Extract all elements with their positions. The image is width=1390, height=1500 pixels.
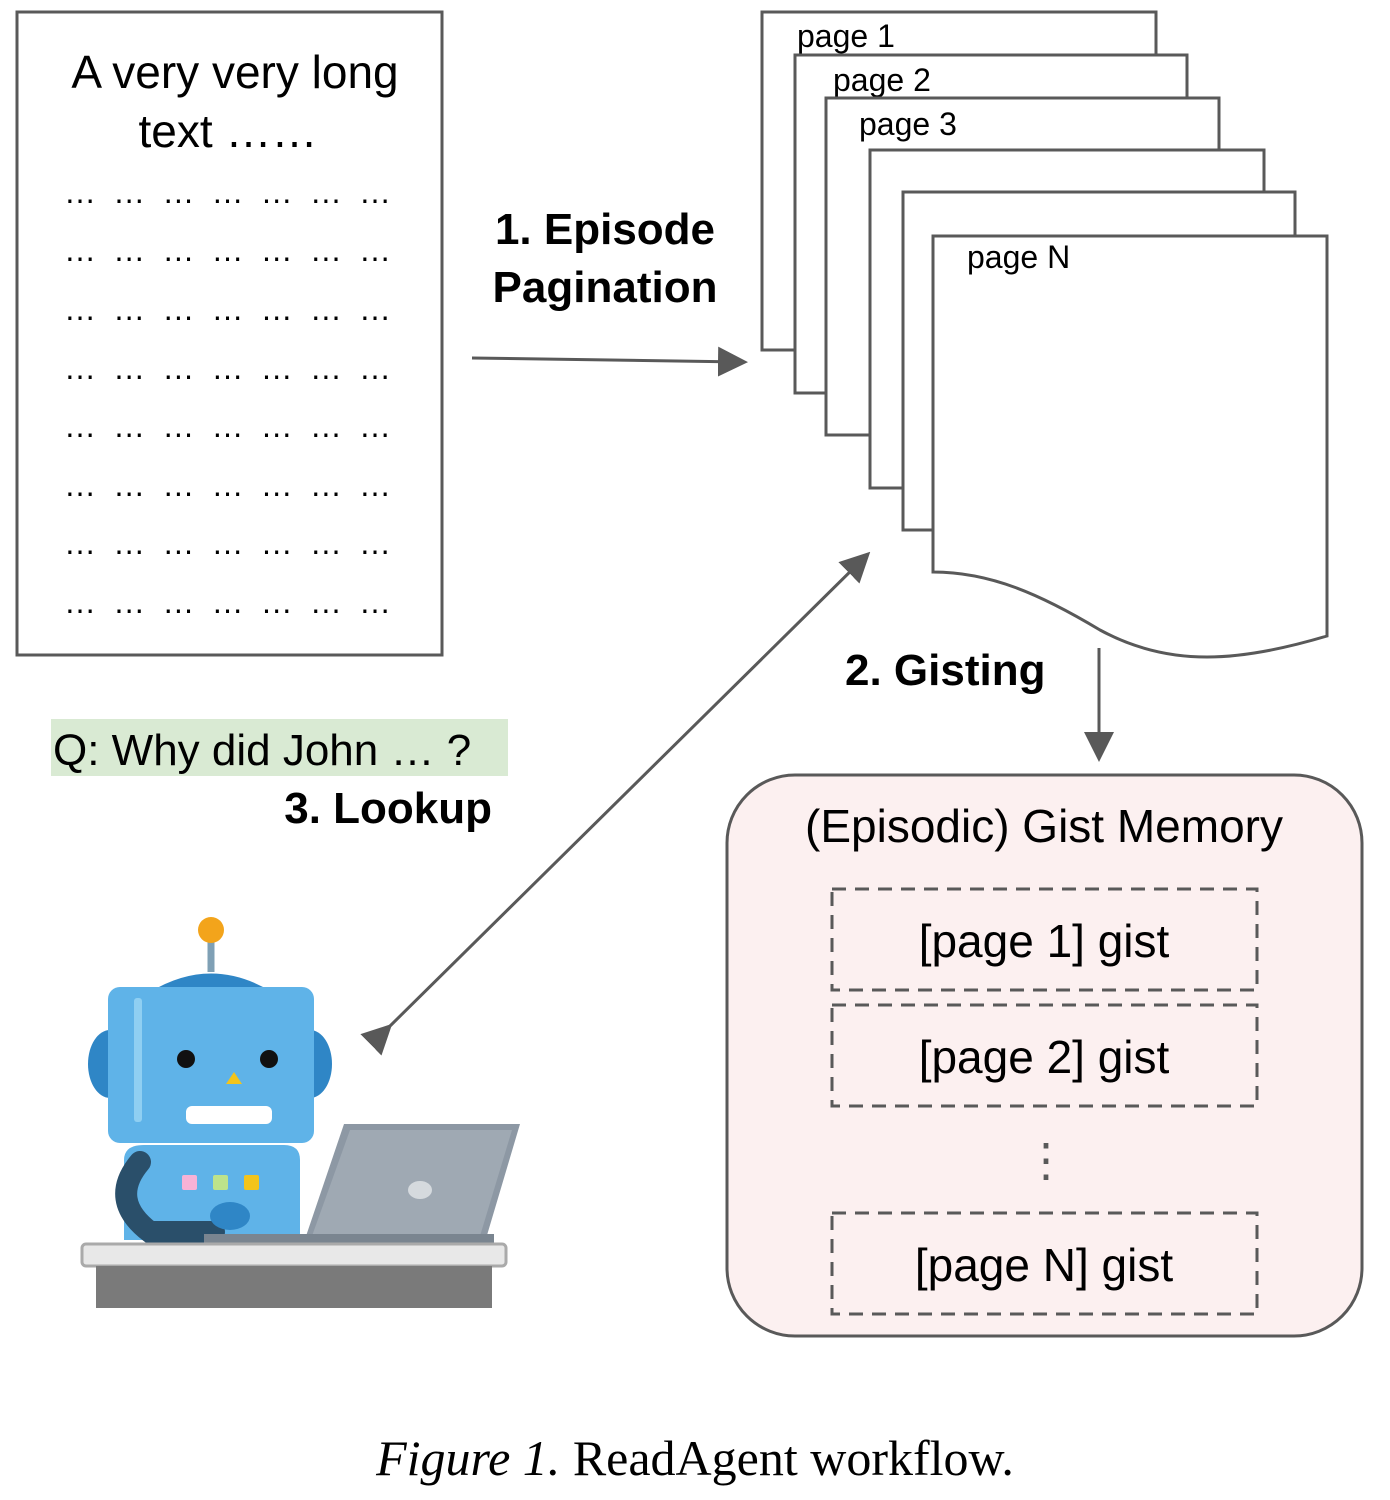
pagination-arrow	[471, 346, 748, 377]
figure-caption-label: Figure 1.	[376, 1430, 561, 1486]
gist-memory: (Episodic) Gist Memory [page 1] gist [pa…	[725, 773, 1364, 1338]
page-1-label: page 1	[797, 18, 895, 54]
page-2-label: page 2	[833, 62, 931, 98]
gist-page-1-label: [page 1] gist	[919, 915, 1170, 967]
gist-box-page-n	[830, 1211, 1259, 1316]
page-n-label: page N	[967, 239, 1070, 275]
dotted-line: …………………	[64, 350, 391, 386]
step-lookup-label: 3. Lookup	[284, 784, 492, 833]
dotted-line: …………………	[64, 584, 391, 620]
document-title-line1: A very very long	[71, 46, 398, 98]
dotted-line: …………………	[64, 467, 391, 503]
gist-memory-title: (Episodic) Gist Memory	[805, 800, 1283, 852]
dotted-line: …………………	[64, 525, 391, 561]
document-title-line2: text ……	[139, 105, 318, 157]
lookup-arrow	[360, 551, 871, 1056]
step-gisting-label: 2. Gisting	[845, 646, 1045, 695]
document-frame	[15, 10, 444, 657]
robot-at-laptop-icon	[80, 917, 520, 1308]
figure-caption: Figure 1. ReadAgent workflow.	[0, 1428, 1390, 1488]
dotted-line: …………………	[64, 174, 391, 210]
dotted-line: …………………	[64, 232, 391, 268]
dotted-line: …………………	[64, 291, 391, 327]
figure-caption-text: ReadAgent workflow.	[572, 1430, 1014, 1486]
long-text-document: A very very long text …… ………………… ……………………	[15, 10, 444, 657]
gist-page-2-label: [page 2] gist	[919, 1031, 1170, 1083]
document-dotted-lines: ………………… ………………… ………………… ………………… ………………… …	[64, 174, 391, 620]
question-text: Q: Why did John … ?	[53, 726, 471, 775]
step-pagination-label-line1: 1. Episode	[495, 205, 715, 254]
gist-ellipsis: ⋮	[1023, 1134, 1069, 1186]
page-sheet-n	[931, 234, 1329, 659]
page-3-label: page 3	[859, 106, 957, 142]
gist-page-n-label: [page N] gist	[915, 1239, 1173, 1291]
step-pagination-label-line2: Pagination	[493, 263, 718, 312]
dotted-line: …………………	[64, 408, 391, 444]
page-stack: page 1 page 2 page 3 page N	[760, 10, 1329, 659]
